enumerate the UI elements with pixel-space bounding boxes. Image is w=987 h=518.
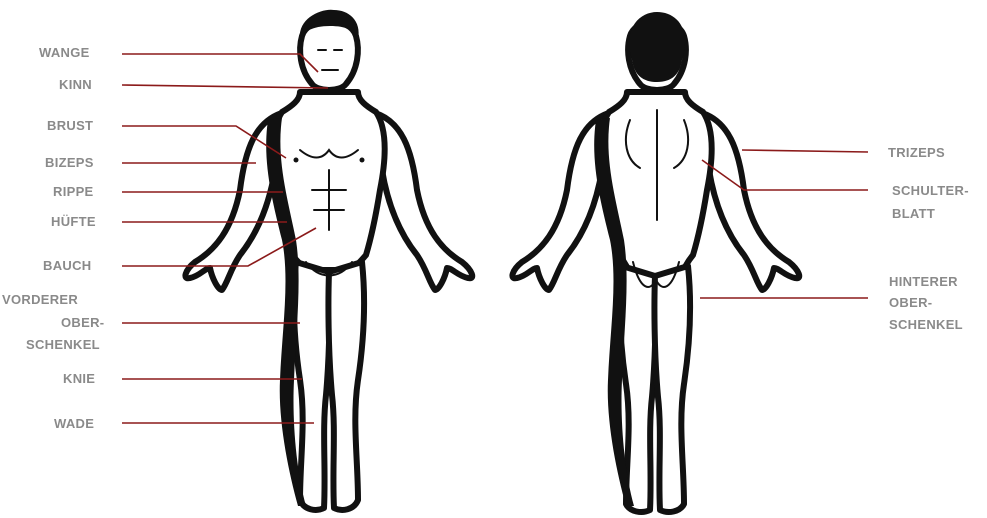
front-labels: WANGE KINN BRUST BIZEPS RIPPE HÜFTE BAUC… bbox=[2, 45, 104, 431]
label-vorderer-oberschenkel-line1: VORDERER bbox=[2, 292, 78, 307]
label-bauch: BAUCH bbox=[43, 258, 91, 273]
back-figure-icon bbox=[512, 12, 799, 512]
label-bizeps: BIZEPS bbox=[45, 155, 94, 170]
label-trizeps: TRIZEPS bbox=[888, 145, 945, 160]
leader-line-kinn bbox=[122, 85, 328, 88]
label-knie: KNIE bbox=[63, 371, 95, 386]
label-huefte: HÜFTE bbox=[51, 214, 96, 229]
label-schulterblatt-line1: SCHULTER- bbox=[892, 183, 969, 198]
label-hinterer-oberschenkel-line2: OBER- bbox=[889, 295, 932, 310]
label-rippe: RIPPE bbox=[53, 184, 94, 199]
label-wade: WADE bbox=[54, 416, 94, 431]
leader-line-wange bbox=[122, 54, 318, 72]
label-brust: BRUST bbox=[47, 118, 93, 133]
label-vorderer-oberschenkel-line2: OBER- bbox=[61, 315, 104, 330]
front-figure-icon bbox=[185, 10, 472, 510]
label-wange: WANGE bbox=[39, 45, 90, 60]
label-hinterer-oberschenkel-line3: SCHENKEL bbox=[889, 317, 963, 332]
label-hinterer-oberschenkel-line1: HINTERER bbox=[889, 274, 958, 289]
label-vorderer-oberschenkel-line3: SCHENKEL bbox=[26, 337, 100, 352]
label-schulterblatt-line2: BLATT bbox=[892, 206, 935, 221]
leader-line-trizeps bbox=[742, 150, 868, 152]
label-kinn: KINN bbox=[59, 77, 92, 92]
back-labels: TRIZEPS SCHULTER- BLATT HINTERER OBER- S… bbox=[888, 145, 969, 332]
